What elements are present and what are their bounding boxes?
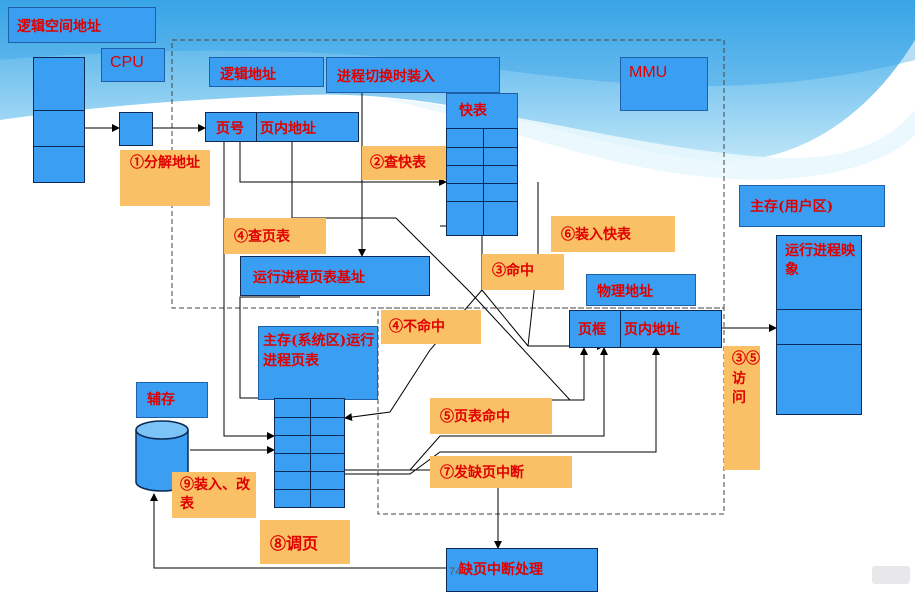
aux-storage-title-box: 辅存 (136, 382, 208, 418)
tlb-label: 快表 (459, 103, 487, 119)
cpu-label: CPU (110, 54, 144, 71)
process-switch-load-label: 进程切换时装入 (337, 69, 435, 85)
frame-field: 页框 (578, 322, 606, 338)
step4-miss-text: ④不命中 (389, 319, 445, 335)
step4-miss-label: ④不命中 (381, 310, 481, 344)
main-memory-user-label: 主存(用户区) (750, 199, 834, 215)
step2-text: ②查快表 (370, 155, 426, 171)
step7-text: ⑦发缺页中断 (440, 465, 524, 481)
step6-text: ⑥装入快表 (561, 227, 631, 243)
step8-page-in-label: ⑧调页 (260, 520, 350, 564)
frame-offset-field: 页内地址 (624, 322, 680, 338)
tlb-title-box: 快表 (446, 93, 518, 129)
physical-address-label: 物理地址 (597, 284, 653, 300)
logical-space-address-label: 逻辑空间地址 (17, 19, 101, 35)
physical-address-title-box: 物理地址 (586, 274, 696, 306)
page-table-base-box: 运行进程页表基址 (240, 256, 430, 296)
step4-lookup-text: ④查页表 (234, 229, 290, 245)
main-memory-user-title-box: 主存(用户区) (739, 185, 885, 227)
step5-text: ⑤页表命中 (440, 409, 510, 425)
step9-load-update-label: ⑨装入、改表 (172, 472, 256, 518)
process-image-label: 运行进程映象 (785, 243, 855, 278)
tlb-table (446, 128, 518, 236)
mmu-box: MMU (620, 57, 708, 111)
slide-page-number: 74 (449, 566, 462, 578)
process-switch-load-box: 进程切换时装入 (326, 57, 500, 93)
step4-lookup-page-table-label: ④查页表 (224, 218, 326, 254)
step9-text: ⑨装入、改表 (180, 477, 250, 512)
aux-storage-label: 辅存 (147, 392, 175, 408)
step35-text: ③⑤访问 (732, 351, 760, 407)
step7-page-fault-label: ⑦发缺页中断 (430, 456, 572, 488)
page-number-field: 页号 (216, 121, 244, 137)
page-offset-field: 页内地址 (260, 121, 316, 137)
main-memory-user-area: 运行进程映象 (776, 235, 862, 415)
step3-hit-text: ③命中 (492, 263, 534, 279)
page-fault-handler-label: 缺页中断处理 (459, 562, 543, 578)
logical-space-stack (33, 57, 85, 183)
address-register-box (119, 112, 153, 146)
mmu-label: MMU (629, 64, 668, 81)
step3-hit-label: ③命中 (482, 254, 564, 290)
main-memory-system-label: 主存(系统区)运行进程页表 (263, 333, 375, 370)
logical-address-fields: 页号 页内地址 (205, 112, 359, 142)
step35-access-label: ③⑤访问 (724, 346, 760, 470)
main-memory-system-title-box: 主存(系统区)运行进程页表 (258, 326, 378, 400)
page-fault-handler-box: 缺页中断处理 (446, 548, 598, 592)
step1-text: ①分解地址 (130, 155, 200, 171)
page-table (274, 398, 345, 508)
logical-address-box: 逻辑地址 (209, 57, 324, 87)
logical-space-address-box: 逻辑空间地址 (8, 7, 156, 43)
step8-text: ⑧调页 (270, 534, 319, 553)
step2-check-tlb-label: ②查快表 (362, 146, 446, 180)
logical-address-label: 逻辑地址 (220, 67, 276, 83)
physical-address-fields: 页框 页内地址 (569, 310, 722, 348)
step5-page-table-hit-label: ⑤页表命中 (430, 398, 552, 434)
step6-load-tlb-label: ⑥装入快表 (551, 216, 675, 252)
page-table-base-label: 运行进程页表基址 (253, 270, 365, 286)
slide-nav-control[interactable] (872, 566, 910, 584)
step1-split-address-label: ①分解地址 (120, 150, 210, 206)
cpu-box: CPU (101, 48, 165, 82)
